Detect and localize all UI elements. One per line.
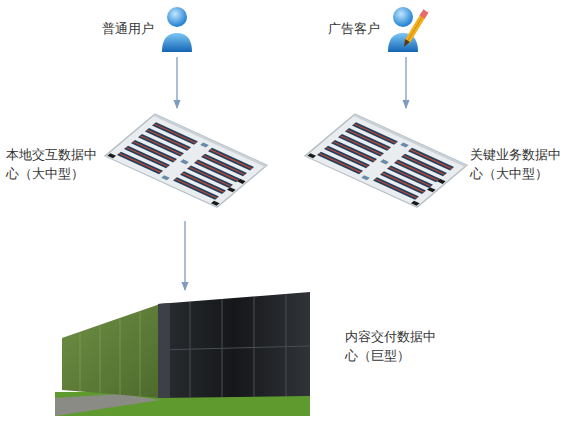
node-label: 关键业务数据中心（大中型）: [470, 146, 564, 184]
pencil-icon: [404, 11, 426, 47]
node-label: 内容交付数据中心（巨型）: [345, 328, 439, 366]
datacenter-node: 广告客户: [386, 4, 426, 54]
flow-arrow: [184, 221, 185, 290]
datacenter-node: 关键业务数据中心（大中型）: [300, 110, 465, 218]
node-label: 本地交互数据中心（大中型）: [6, 146, 98, 184]
node-label: 普通用户: [80, 20, 154, 39]
datacenter-node: 内容交付数据中心（巨型）: [55, 292, 311, 416]
datacenter-node: 普通用户: [162, 4, 192, 54]
flow-arrow: [405, 57, 406, 108]
flow-arrow: [176, 57, 177, 108]
datacenter-image: [105, 114, 267, 207]
node-label: 广告客户: [322, 20, 380, 39]
user-icon: [162, 7, 192, 52]
datacenter-node: 本地交互数据中心（大中型）: [100, 110, 270, 218]
datacenter-image: [305, 114, 467, 207]
building-photo: [55, 292, 310, 416]
